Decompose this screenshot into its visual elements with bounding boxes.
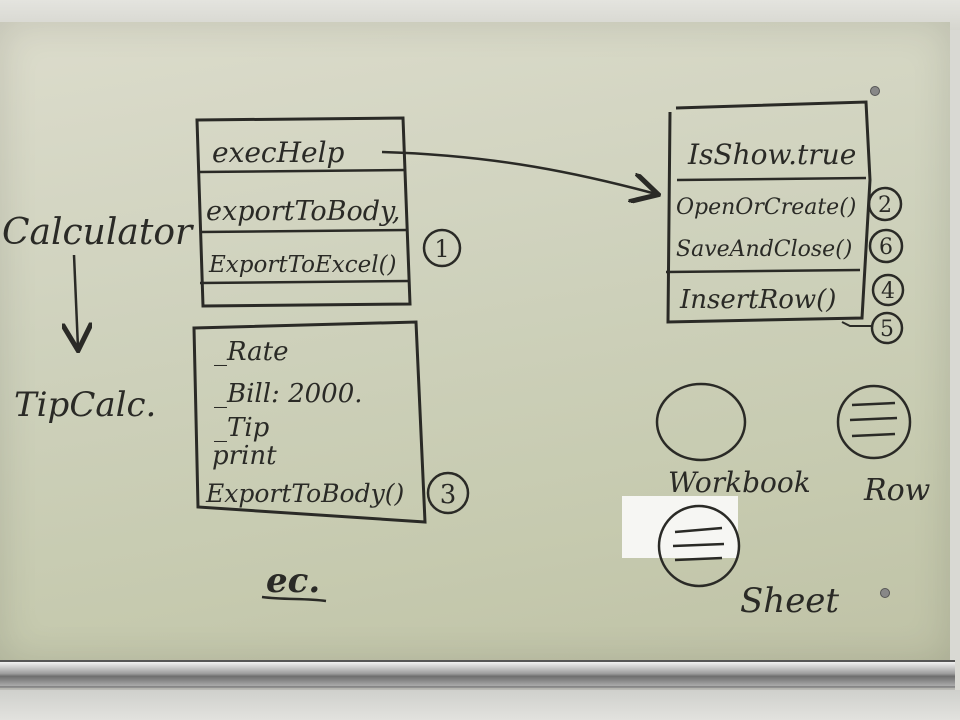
exechelp-arrow: [381, 150, 656, 194]
badge-6: 6: [868, 228, 904, 264]
sheet-icon: [657, 504, 741, 588]
down-arrow: [74, 254, 78, 348]
badge-4-label: 4: [881, 279, 895, 304]
wall-bottom: [0, 690, 960, 720]
workbook-circle: [655, 382, 747, 462]
class-box: execHelp exportToBody, ExportToExcel(): [195, 116, 412, 308]
sheet-label: Sheet: [740, 581, 839, 621]
row-icon: [836, 384, 912, 460]
tipcalc-row-print: print: [212, 441, 277, 471]
helper-row-isshow: IsShow.true: [687, 138, 856, 171]
tipcalc-box: _Rate _Bill: 2000. _Tip print ExportToBo…: [192, 320, 427, 524]
badge-3-label: 3: [440, 480, 457, 510]
ec-label: ec.: [266, 561, 320, 601]
tipcalc-row-exporttobody: ExportToBody(): [205, 479, 404, 508]
tipcalc-label: TipCalc.: [14, 385, 156, 425]
row-label: Row: [863, 473, 931, 508]
class-row-exechelp: execHelp: [212, 136, 345, 169]
badge-4: 4: [871, 273, 905, 307]
marker-tray: [0, 660, 955, 688]
calculator-label: Calculator: [2, 212, 194, 253]
badge-5: 5: [841, 311, 904, 345]
helper-row-openorcreate: OpenOrCreate(): [676, 195, 856, 220]
badge-3: 3: [426, 471, 470, 515]
tipcalc-row-rate: _Rate: [214, 337, 289, 367]
mount-screw: [880, 588, 890, 598]
workbook-label: Workbook: [668, 466, 811, 499]
badge-5-pointer: [841, 321, 872, 327]
helper-row-saveandclose: SaveAndClose(): [676, 237, 852, 262]
badge-2: 2: [867, 186, 903, 222]
helper-box: IsShow.true OpenOrCreate() SaveAndClose(…: [665, 100, 872, 324]
tipcalc-row-bill: _Bill: 2000.: [214, 379, 363, 409]
helper-row-insertrow: InsertRow(): [679, 285, 836, 315]
class-row-exporttoexcel: ExportToExcel(): [208, 252, 397, 278]
mount-screw: [870, 86, 880, 96]
glare-patch: [622, 496, 738, 558]
class-row-exporttobody: exportToBody,: [206, 196, 400, 227]
badge-5-label: 5: [880, 317, 894, 342]
whiteboard: [0, 22, 950, 662]
tipcalc-row-tip: _Tip: [214, 413, 270, 443]
badge-1: 1: [422, 228, 462, 268]
badge-2-label: 2: [878, 193, 892, 218]
badge-6-label: 6: [879, 235, 893, 260]
badge-1-label: 1: [434, 235, 449, 263]
ec-underline: [261, 595, 327, 603]
